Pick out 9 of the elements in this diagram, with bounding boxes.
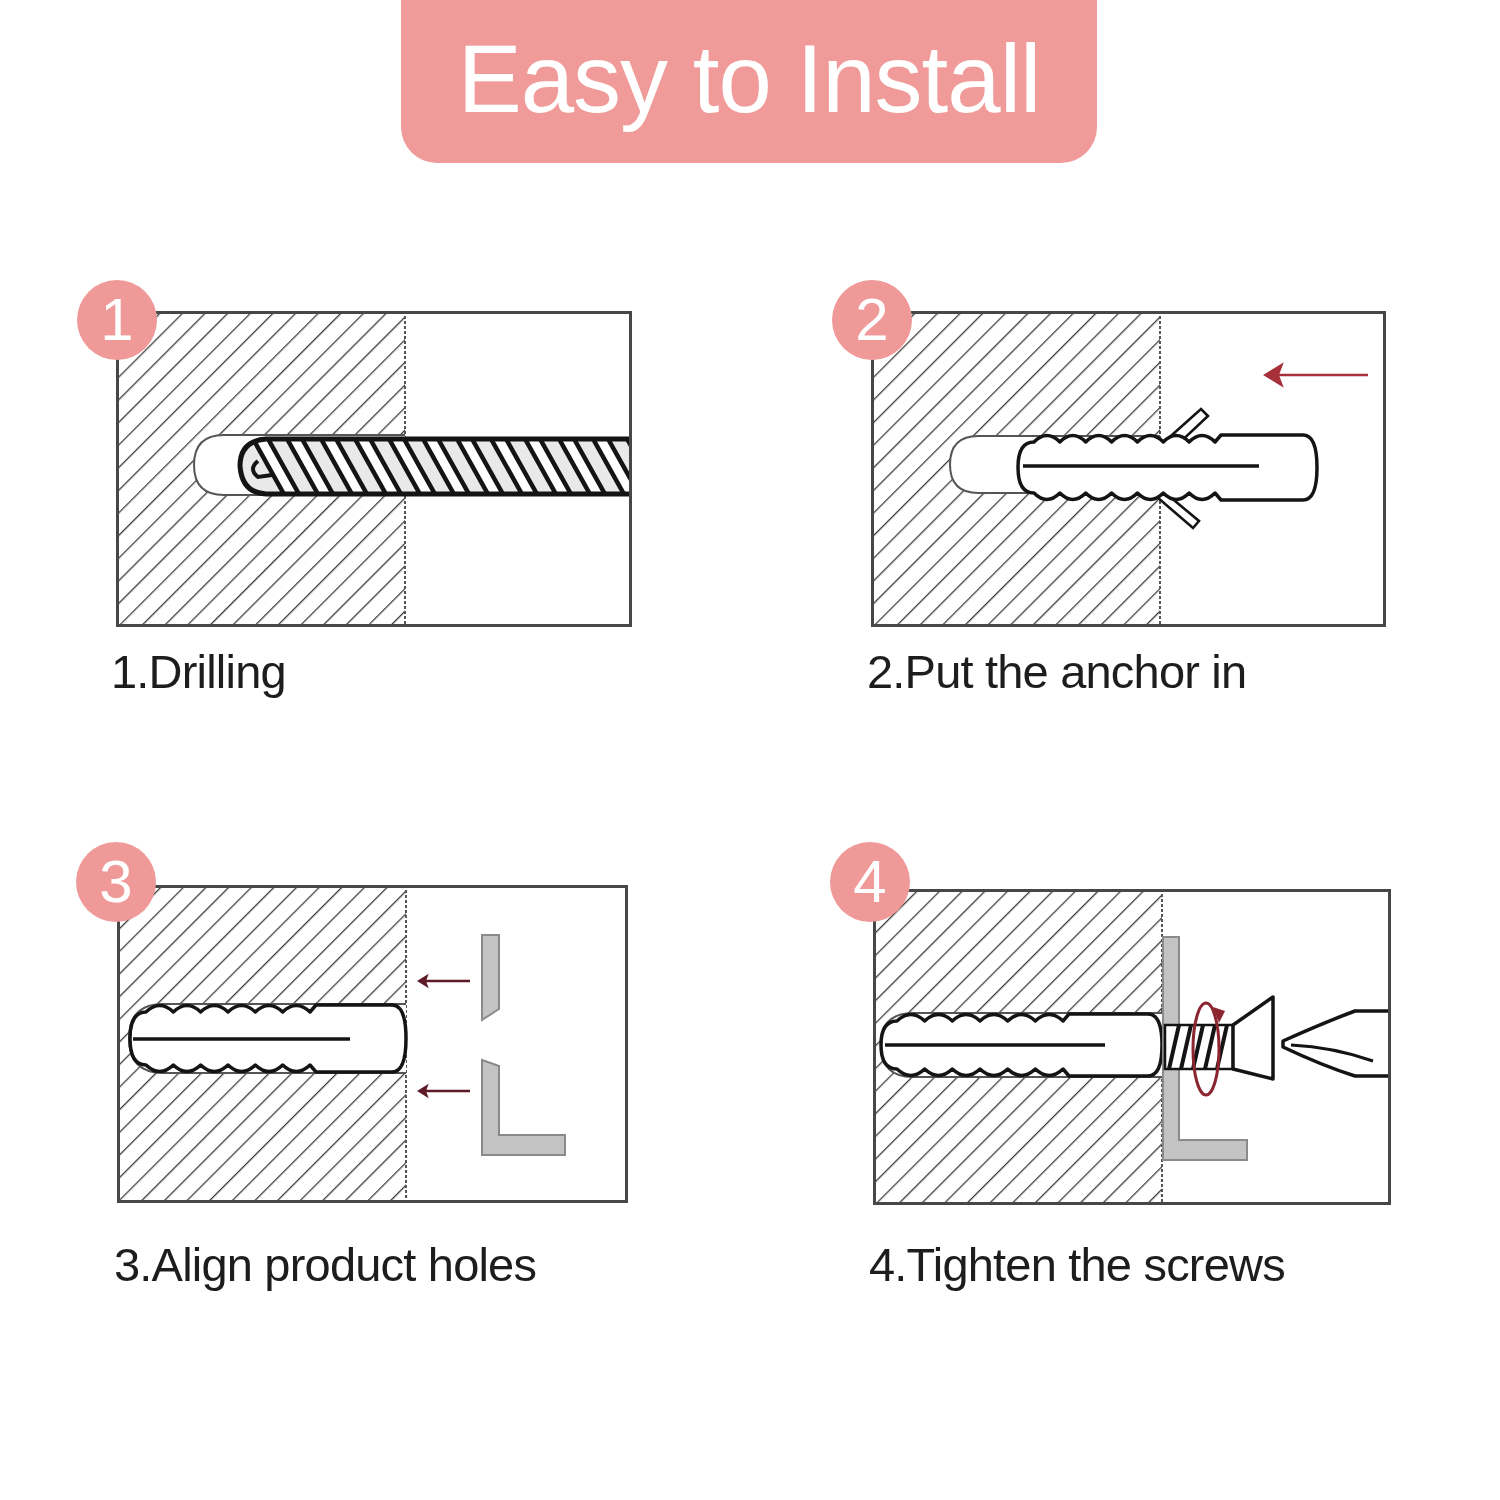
step-caption: 4.Tighten the screws [869, 1237, 1285, 1293]
step-caption: 1.Drilling [111, 644, 286, 700]
step-caption: 3.Align product holes [114, 1237, 537, 1293]
step-number-badge: 1 [77, 280, 157, 360]
title-banner: Easy to Install [401, 0, 1097, 163]
step-caption: 2.Put the anchor in [867, 644, 1247, 700]
step-number-badge: 3 [76, 842, 156, 922]
step-number-badge: 4 [830, 842, 910, 922]
step-number-badge: 2 [832, 280, 912, 360]
